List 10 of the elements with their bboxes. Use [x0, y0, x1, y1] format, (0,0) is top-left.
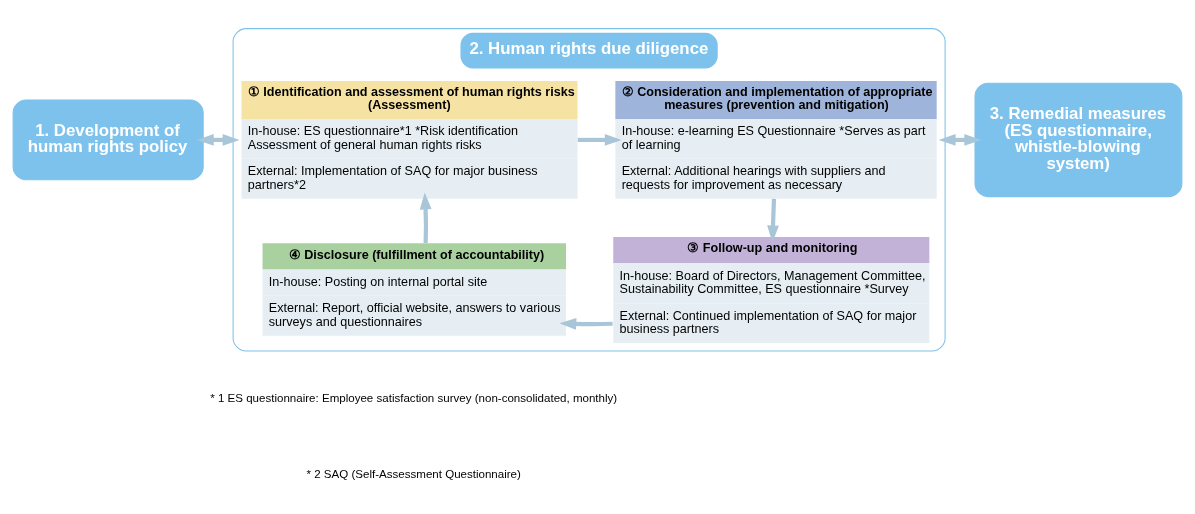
arrow	[196, 134, 240, 146]
arrow	[577, 134, 622, 146]
arrow	[559, 318, 613, 330]
arrow	[767, 198, 779, 243]
node-box: 1. Development of human rights policy	[12, 99, 204, 181]
arrow	[419, 192, 432, 244]
arrow	[938, 134, 982, 146]
node-box: 3. Remedial measures (ES questionnaire, whistle-blowing system)	[974, 82, 1183, 198]
label: * 2 SAQ (Self-Assessment Questionnaire)	[306, 467, 521, 480]
label: * 1 ES questionnaire: Employee satisfaction survey (non-consolidated, monthly)	[210, 392, 618, 405]
